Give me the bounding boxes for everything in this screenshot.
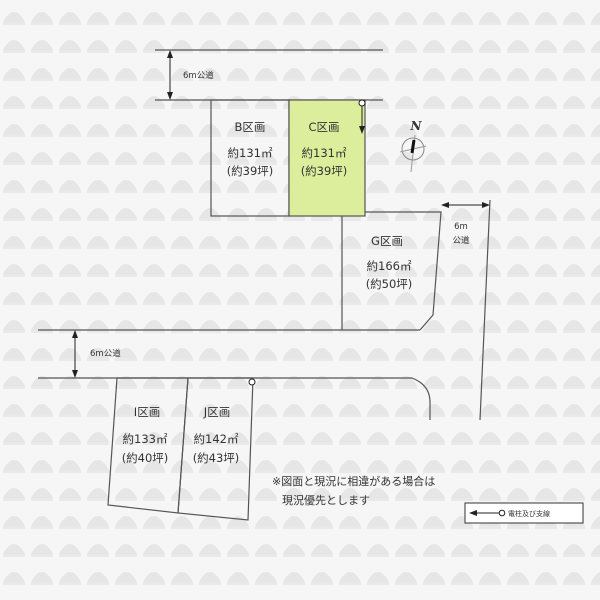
lot-i-name: I区画 [134,405,160,419]
utility-pole-icon [498,509,506,517]
lot-g-boundary[interactable] [365,211,442,331]
lot-c-name: C区画 [308,120,339,134]
note-line-2: 現況優先とします [282,493,370,507]
lot-g-tsubo: (約50坪) [366,277,413,291]
middle-road-south-edge [38,377,431,420]
legend: 電柱及び支線 [464,502,584,524]
note-line-1: ※図面と現況に相違がある場合は [272,474,435,488]
lot-b-name: B区画 [235,120,266,134]
lot-i-area: 約133㎡ [123,432,168,446]
lot-b-area: 約131㎡ [228,146,273,160]
utility-pole-icon [358,99,366,107]
lot-j-tsubo: (約43坪) [193,451,240,465]
lot-c-area: 約131㎡ [302,146,347,160]
middle-road-label: 6m公道 [90,348,121,359]
right-road-type-label: 公道 [452,235,470,246]
north-compass-icon [399,134,427,173]
lot-g-name: G区画 [371,234,403,248]
compass-north-label: N [410,119,423,133]
right-road-width-label: 6m [454,222,468,232]
lot-i-tsubo: (約40坪) [122,451,169,465]
lot-b-tsubo: (約39坪) [227,164,274,178]
lot-c-tsubo: (約39坪) [301,164,348,178]
lot-j-area: 約142㎡ [194,432,239,446]
lot-j-name: J区画 [203,405,230,419]
top-road-label: 6m公道 [183,70,214,81]
lot-c[interactable] [288,99,366,217]
right-road-east-edge [479,199,491,421]
legend-box [464,502,584,524]
utility-pole-icon [248,378,256,386]
legend-label: 電柱及び支線 [508,509,550,518]
lot-g-area: 約166㎡ [367,259,412,273]
lot-j[interactable] [177,377,254,521]
